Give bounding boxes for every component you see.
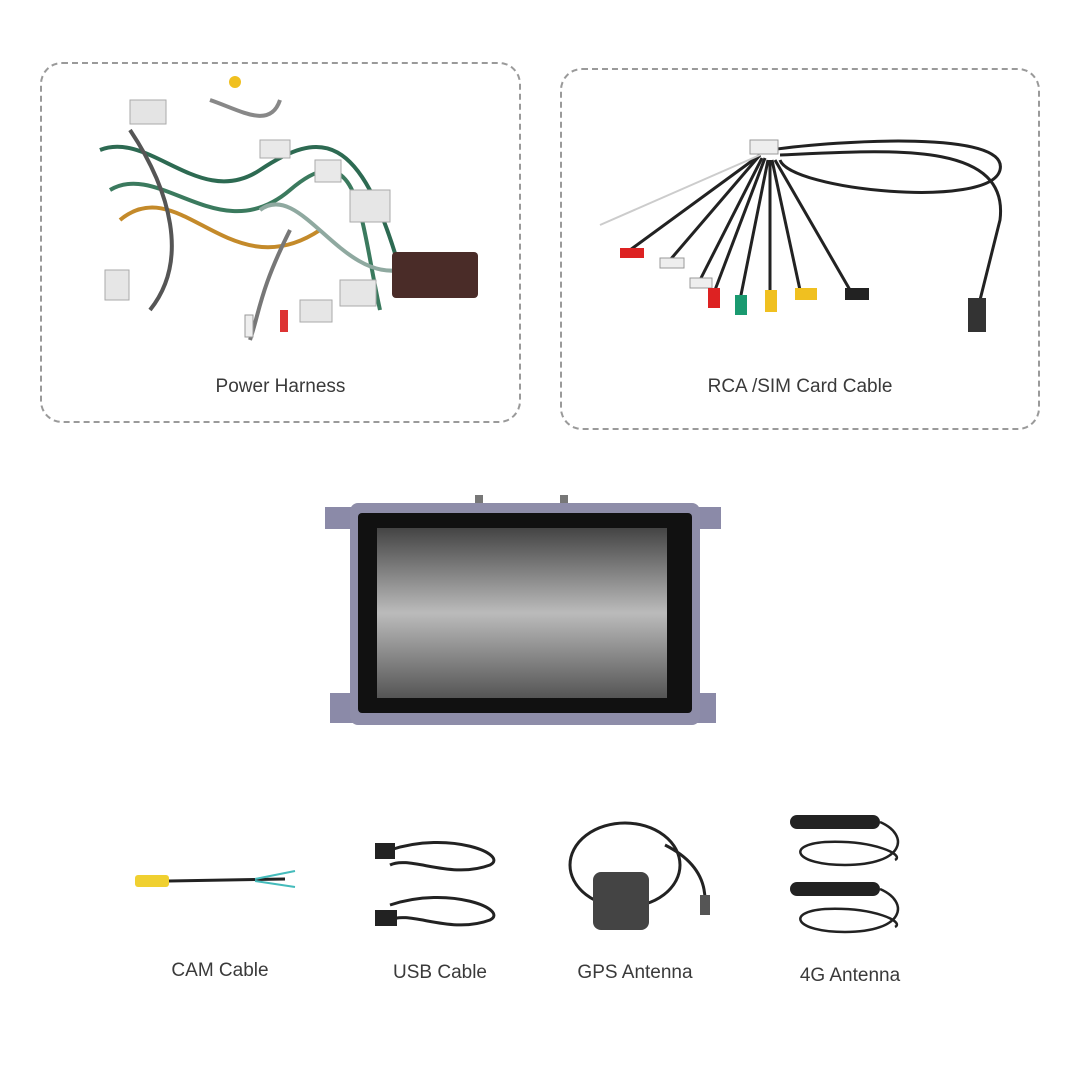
power-harness-panel (40, 62, 521, 423)
cam-cable-image (135, 870, 296, 888)
usb-cable-label: USB Cable (393, 962, 487, 983)
rca-sim-label: RCA /SIM Card Cable (707, 376, 893, 397)
power-harness-image (99, 76, 478, 341)
rca-sim-cable-image (599, 139, 1002, 332)
cam-cable-label: CAM Cable (171, 960, 269, 981)
4g-antenna-image (790, 815, 900, 934)
power-harness-label: Power Harness (215, 376, 346, 397)
gps-antenna-image (568, 821, 710, 930)
rca-sim-panel (560, 68, 1040, 430)
usb-cable-image (375, 841, 496, 927)
4g-antenna-label: 4G Antenna (799, 965, 901, 986)
gps-antenna-label: GPS Antenna (577, 962, 693, 983)
head-unit-image (325, 495, 721, 725)
